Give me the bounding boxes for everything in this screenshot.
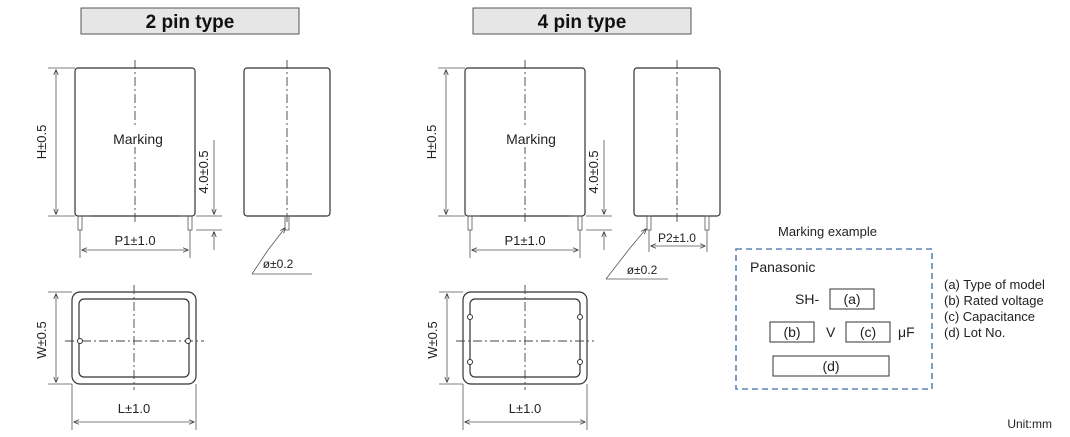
two-pin-width-dim: W±0.5	[34, 321, 49, 358]
four-pin-width-dim: W±0.5	[425, 321, 440, 358]
four-pin-top-view: W±0.5 L±1.0	[425, 285, 594, 430]
two-pin-top-view: W±0.5 L±1.0	[34, 285, 204, 430]
two-pin-lead-length-dim: 4.0±0.5	[196, 150, 211, 193]
four-pin-length-dim: L±1.0	[509, 401, 541, 416]
marking-legend: (a) Type of model (b) Rated voltage (c) …	[944, 277, 1045, 340]
four-pin-height-dim: H±0.5	[424, 125, 439, 160]
marking-example-title: Marking example	[778, 224, 877, 239]
legend-item: (c) Capacitance	[944, 309, 1035, 324]
four-pin-lead-length-dim: 4.0±0.5	[586, 150, 601, 193]
two-pin-length-dim: L±1.0	[118, 401, 150, 416]
marking-brand: Panasonic	[750, 259, 815, 275]
legend-item: (d) Lot No.	[944, 325, 1005, 340]
header-4-pin-text: 4 pin type	[538, 12, 627, 33]
marking-example: Marking example Panasonic SH- (a) (b) V …	[735, 224, 933, 390]
header-4-pin: 4 pin type	[472, 7, 692, 35]
unit-note: Unit:mm	[1007, 417, 1052, 431]
marking-unit-uf: μF	[898, 324, 915, 340]
marking-field-c: (c)	[860, 324, 876, 340]
two-pin-side-view: 4.0±0.5 ø±0.2	[196, 60, 331, 275]
two-pin-pitch-dim: P1±1.0	[114, 233, 155, 248]
two-pin-diameter-dim: ø±0.2	[263, 257, 294, 271]
four-pin-diameter-dim: ø±0.2	[627, 263, 658, 277]
legend-item: (b) Rated voltage	[944, 293, 1044, 308]
two-pin-height-dim: H±0.5	[34, 125, 49, 160]
two-pin-front-view: Marking H±0.5 P1±1.0	[34, 60, 196, 258]
two-pin-marking-label: Marking	[113, 131, 163, 147]
four-pin-pitch2-dim: P2±1.0	[658, 231, 696, 245]
header-2-pin: 2 pin type	[80, 7, 300, 35]
marking-unit-v: V	[826, 324, 836, 340]
marking-field-a: (a)	[843, 291, 860, 307]
marking-field-b: (b)	[783, 324, 800, 340]
four-pin-side-view: 4.0±0.5 P2±1.0 ø±0.2	[586, 60, 721, 280]
legend-item: (a) Type of model	[944, 277, 1045, 292]
marking-field-d: (d)	[822, 358, 839, 374]
four-pin-front-view: Marking H±0.5 P1±1.0	[424, 60, 586, 258]
four-pin-pitch1-dim: P1±1.0	[504, 233, 545, 248]
four-pin-marking-label: Marking	[506, 131, 556, 147]
header-2-pin-text: 2 pin type	[146, 12, 235, 33]
marking-model-prefix: SH-	[795, 291, 819, 307]
